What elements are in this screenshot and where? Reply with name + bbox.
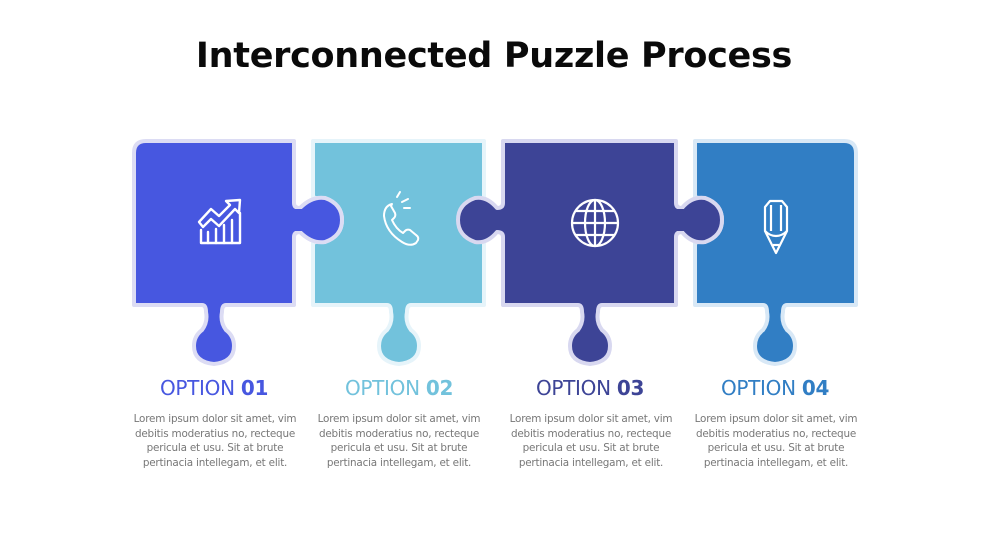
option-1-label: OPTION bbox=[159, 376, 241, 400]
page-title: Interconnected Puzzle Process bbox=[195, 36, 793, 76]
option-1-number: 01 bbox=[240, 376, 269, 400]
growth-chart-icon bbox=[197, 198, 242, 245]
option-2-number: 02 bbox=[425, 376, 454, 400]
option-3-number: 03 bbox=[616, 376, 645, 400]
option-4-description: Lorem ipsum dolor sit amet, vim debitis … bbox=[694, 413, 858, 469]
puzzle-piece-4 bbox=[674, 139, 858, 366]
option-3-description: Lorem ipsum dolor sit amet, vim debitis … bbox=[509, 413, 673, 469]
option-4-label: OPTION bbox=[720, 376, 802, 400]
pencil-icon bbox=[763, 199, 789, 255]
option-4-number: 04 bbox=[801, 376, 830, 400]
puzzle-piece-3 bbox=[456, 139, 724, 366]
globe-icon bbox=[570, 198, 620, 248]
phone-ringing-icon bbox=[383, 191, 420, 246]
option-1-title: OPTION 01 bbox=[124, 376, 304, 400]
option-2-label: OPTION bbox=[344, 376, 426, 400]
option-4-title: OPTION 04 bbox=[685, 376, 865, 400]
option-3-label: OPTION bbox=[535, 376, 617, 400]
option-1-description: Lorem ipsum dolor sit amet, vim debitis … bbox=[133, 413, 297, 469]
option-2-description: Lorem ipsum dolor sit amet, vim debitis … bbox=[317, 413, 481, 469]
option-2-title: OPTION 02 bbox=[309, 376, 489, 400]
option-3-title: OPTION 03 bbox=[500, 376, 680, 400]
puzzle-piece-2 bbox=[292, 139, 486, 366]
puzzle-piece-1 bbox=[132, 139, 344, 366]
